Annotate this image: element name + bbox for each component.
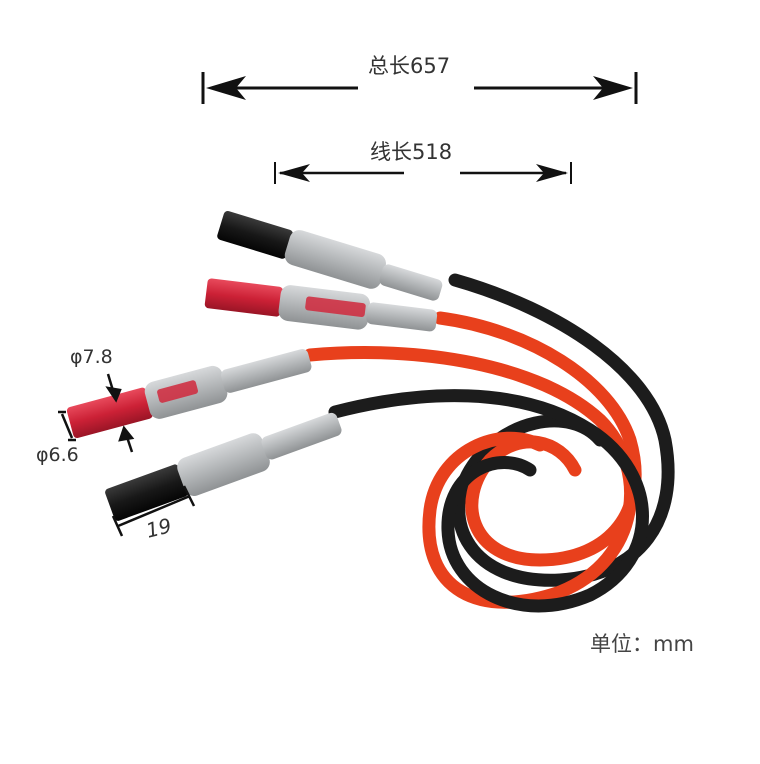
black-plug-bottom <box>105 412 342 521</box>
arrow-left-icon <box>206 76 246 100</box>
tip-length-marks <box>111 485 196 537</box>
tip-inner-diameter-label: φ6.6 <box>36 444 79 466</box>
arrow-up-icon <box>118 425 135 442</box>
red-cable-2 <box>303 346 637 609</box>
black-plug-top <box>217 210 443 301</box>
tip-outer-diameter-label: φ7.8 <box>70 346 113 368</box>
arrow-down-icon <box>105 386 122 403</box>
wire-length-dimension <box>274 162 572 184</box>
cables <box>303 273 675 613</box>
red-plug-upper <box>204 278 438 332</box>
arrow-right-icon <box>536 164 568 182</box>
unit-note: 单位：mm <box>590 632 694 656</box>
wire-length-label: 线长518 <box>370 140 453 164</box>
arrow-right-icon <box>593 76 633 100</box>
tip-dimension-marks <box>58 373 135 453</box>
black-cable-2 <box>328 389 649 613</box>
total-length-dimension <box>201 72 638 104</box>
total-length-label: 总长657 <box>368 54 451 78</box>
red-cable-1 <box>433 311 642 567</box>
arrow-left-icon <box>278 164 310 182</box>
red-plug-lower <box>66 349 312 439</box>
